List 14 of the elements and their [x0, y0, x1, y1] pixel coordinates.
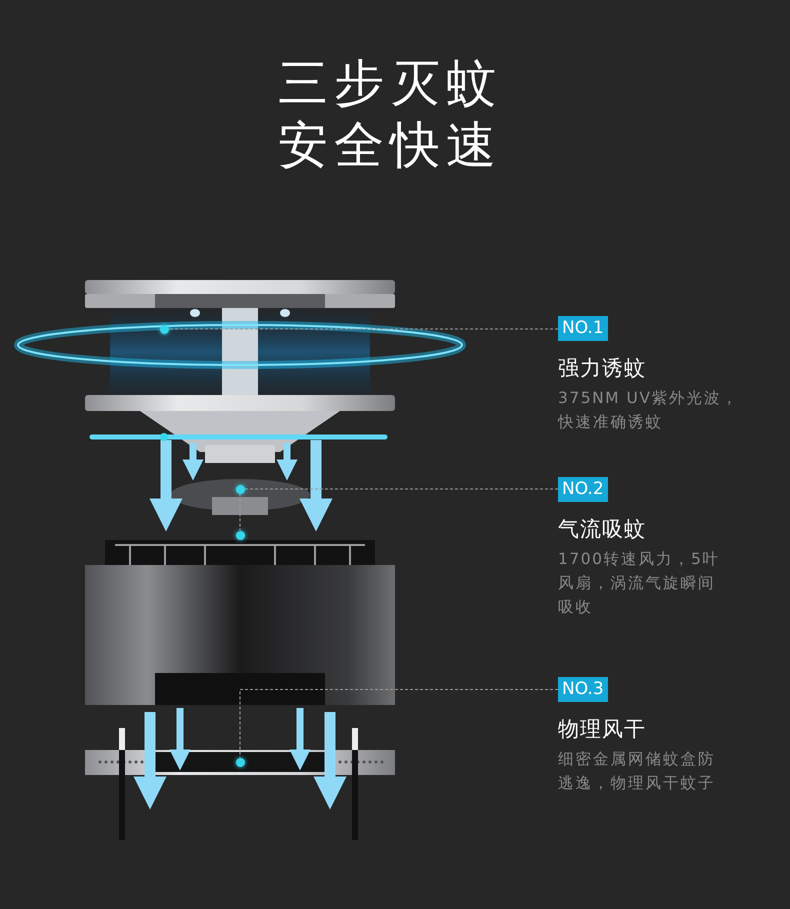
step-heading: 气流吸蚊 [558, 516, 646, 543]
leader-line [240, 689, 558, 758]
number-badge: NO.3 [558, 677, 608, 702]
leader-line [168, 328, 558, 330]
step-description: 375NM UV紫外光波，快速准确诱蚊 [558, 388, 740, 433]
number-badge: NO.1 [558, 316, 608, 341]
step-description: 1700转速风力，5叶风扇，涡流气旋瞬间吸收 [558, 549, 721, 618]
step-description: 细密金属网储蚊盒防逃逸，物理风干蚊子 [558, 749, 716, 794]
step-heading: 物理风干 [558, 716, 646, 743]
leader-line [244, 488, 558, 490]
marker-dot [236, 530, 244, 540]
number-badge: NO.2 [558, 477, 608, 502]
title: 三步灭蚊安全快速 [278, 53, 503, 176]
step-heading: 强力诱蚊 [558, 355, 646, 382]
